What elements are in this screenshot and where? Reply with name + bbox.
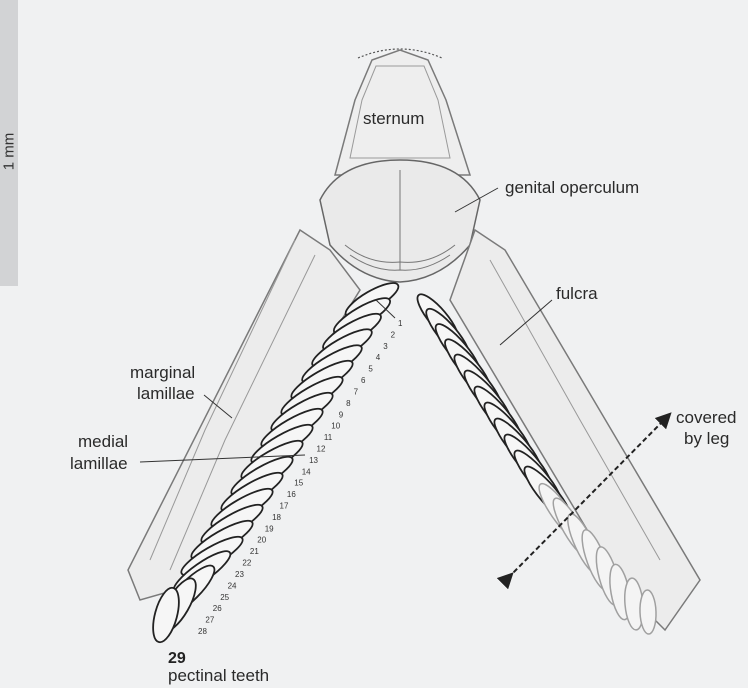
scale-bar: 1 mm (0, 0, 18, 286)
tooth-number: 25 (220, 593, 229, 602)
tooth-number: 11 (324, 433, 333, 442)
tooth-number: 17 (280, 502, 289, 511)
tooth-number: 28 (198, 627, 207, 636)
tooth-number: 4 (376, 353, 381, 362)
tooth-number: 9 (339, 410, 344, 419)
label-fulcra: fulcra (556, 284, 598, 303)
tooth-number: 20 (257, 536, 266, 545)
tooth-number: 6 (361, 376, 366, 385)
tooth-number: 2 (391, 330, 396, 339)
tooth-number: 13 (309, 456, 318, 465)
label-pectinal-teeth: pectinal teeth (168, 666, 269, 685)
tooth-number: 3 (383, 342, 388, 351)
tooth-number: 15 (294, 479, 303, 488)
tooth-number: 24 (228, 581, 237, 590)
tooth-number: 14 (302, 467, 311, 476)
tooth-number: 12 (317, 445, 326, 454)
tooth-number: 27 (205, 616, 214, 625)
label-genital-operculum: genital operculum (505, 178, 639, 197)
genital-operculum (319, 159, 481, 283)
tooth-number: 18 (272, 513, 281, 522)
covered-arrow (496, 412, 672, 590)
tooth-number: 19 (265, 524, 274, 533)
label-medial-2: lamillae (70, 454, 128, 473)
tooth-number: 21 (250, 547, 259, 556)
tooth-number: 16 (287, 490, 296, 499)
tooth-number: 26 (213, 604, 222, 613)
tooth-number: 1 (398, 319, 403, 328)
label-marginal-2: lamillae (137, 384, 195, 403)
label-medial-1: medial (78, 432, 128, 451)
tooth-number: 23 (235, 570, 244, 579)
label-marginal-1: marginal (130, 363, 195, 382)
label-covered-1: covered (676, 408, 736, 427)
leader-lines (139, 187, 553, 463)
left-teeth (152, 282, 400, 644)
tooth-number: 7 (354, 387, 359, 396)
tooth-number: 8 (346, 399, 351, 408)
tooth-number: 5 (368, 365, 373, 374)
tooth-number: 22 (242, 559, 251, 568)
label-sternum: sternum (363, 109, 424, 128)
label-covered-2: by leg (684, 429, 729, 448)
label-tooth-count: 29 (168, 650, 186, 667)
tooth-number: 10 (331, 422, 340, 431)
tooth-numbers: 1234567891011121314151617181920212223242… (198, 319, 403, 636)
left-pecten (127, 228, 400, 644)
